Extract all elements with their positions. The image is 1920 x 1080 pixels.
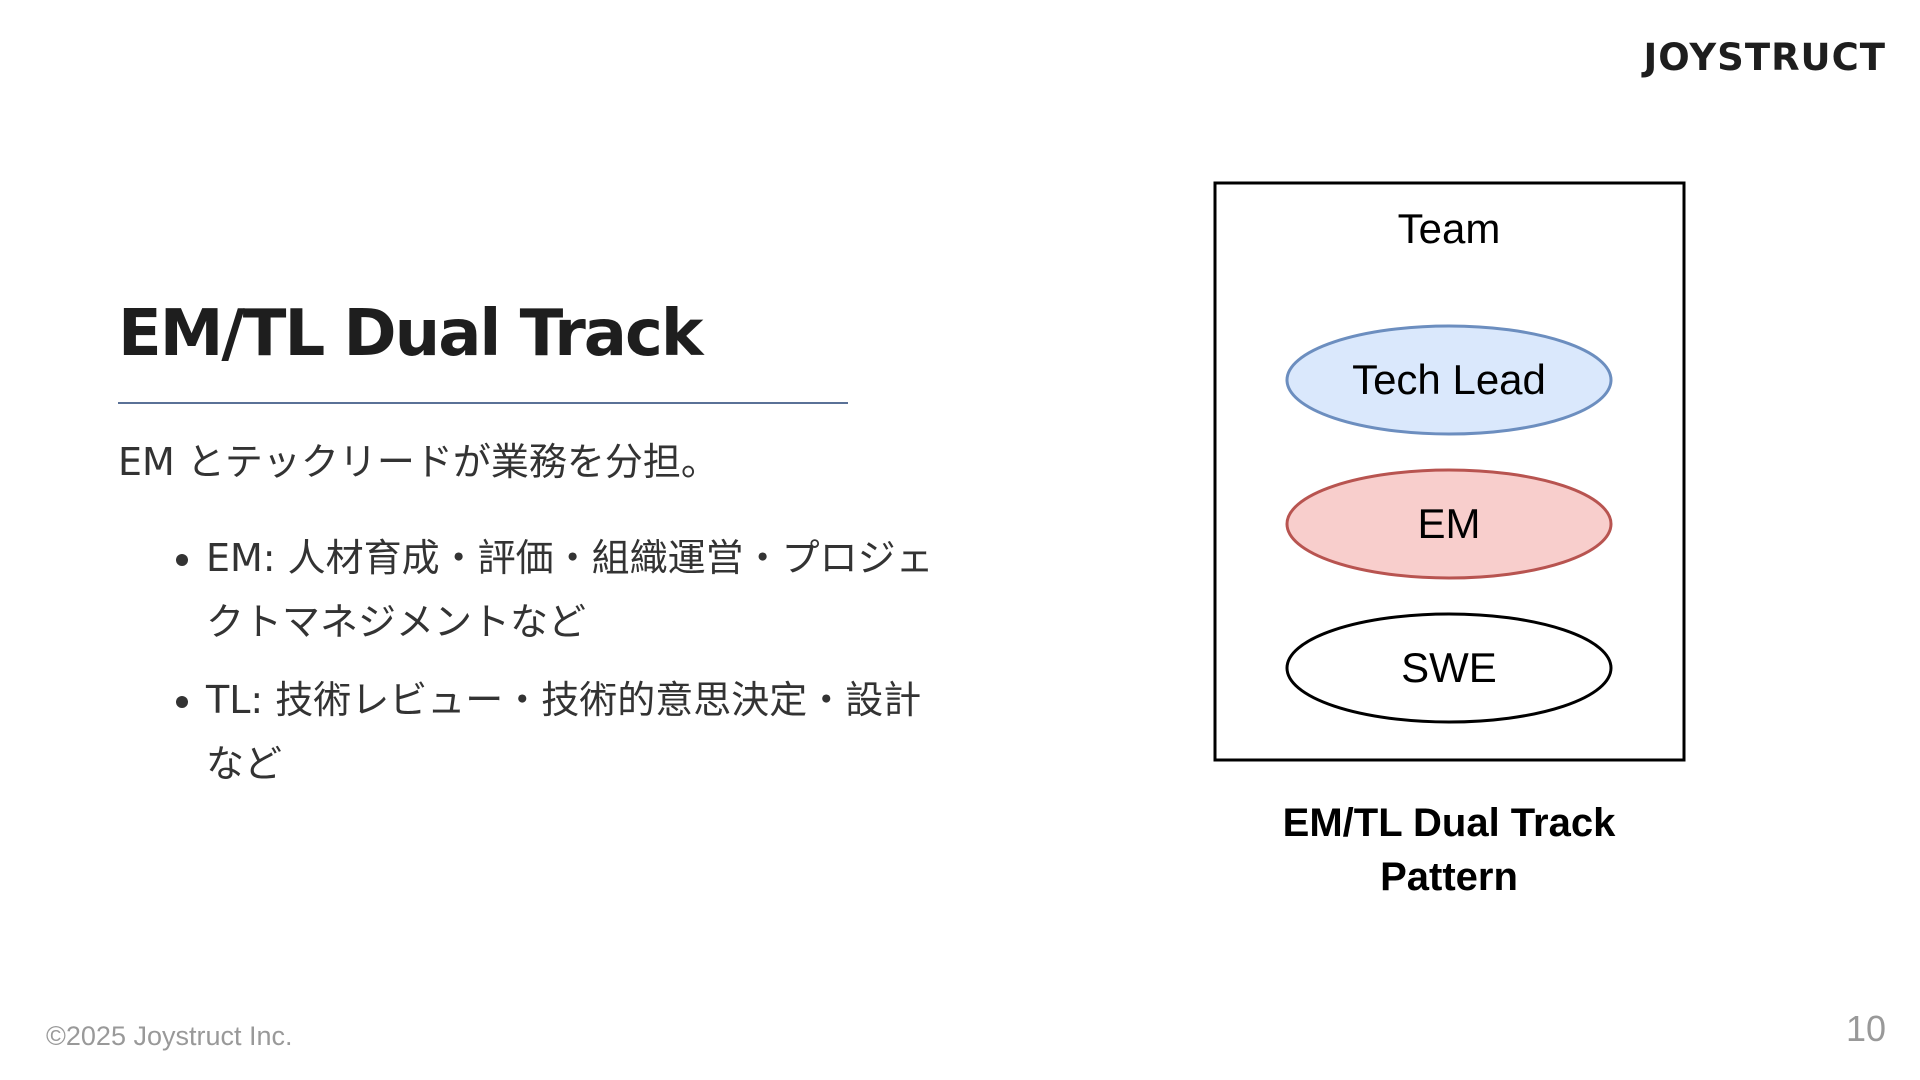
team-diagram: Team Tech Lead EM SWE EM/TL Dual Track P… — [1213, 181, 1686, 899]
diagram-caption-line-2: Pattern — [1380, 855, 1518, 899]
em-label: EM — [1418, 500, 1481, 547]
team-label: Team — [1398, 205, 1501, 252]
bullet-list: EM: 人材育成・評価・組織運営・プロジェクトマネジメントなど TL: 技術レビ… — [118, 526, 946, 810]
swe-ellipse — [1285, 612, 1613, 724]
joystruct-logo: JOYSTRUCT — [1643, 36, 1886, 79]
bullet-item-tl: TL: 技術レビュー・技術的意思決定・設計など — [206, 668, 946, 796]
slide-title: EM/TL Dual Track — [118, 297, 703, 371]
diagram-caption-line-1: EM/TL Dual Track — [1283, 801, 1616, 845]
tech-lead-label: Tech Lead — [1352, 356, 1546, 403]
tech-lead-ellipse — [1285, 324, 1613, 436]
swe-label: SWE — [1401, 644, 1497, 691]
bullet-item-em: EM: 人材育成・評価・組織運営・プロジェクトマネジメントなど — [206, 526, 946, 654]
title-divider — [118, 402, 848, 404]
slide-lead-text: EM とテックリードが業務を分担。 — [118, 440, 719, 484]
page-number: 10 — [1845, 1008, 1886, 1049]
em-ellipse — [1285, 468, 1613, 580]
copyright-footer: ©2025 Joystruct Inc. — [46, 1021, 293, 1051]
